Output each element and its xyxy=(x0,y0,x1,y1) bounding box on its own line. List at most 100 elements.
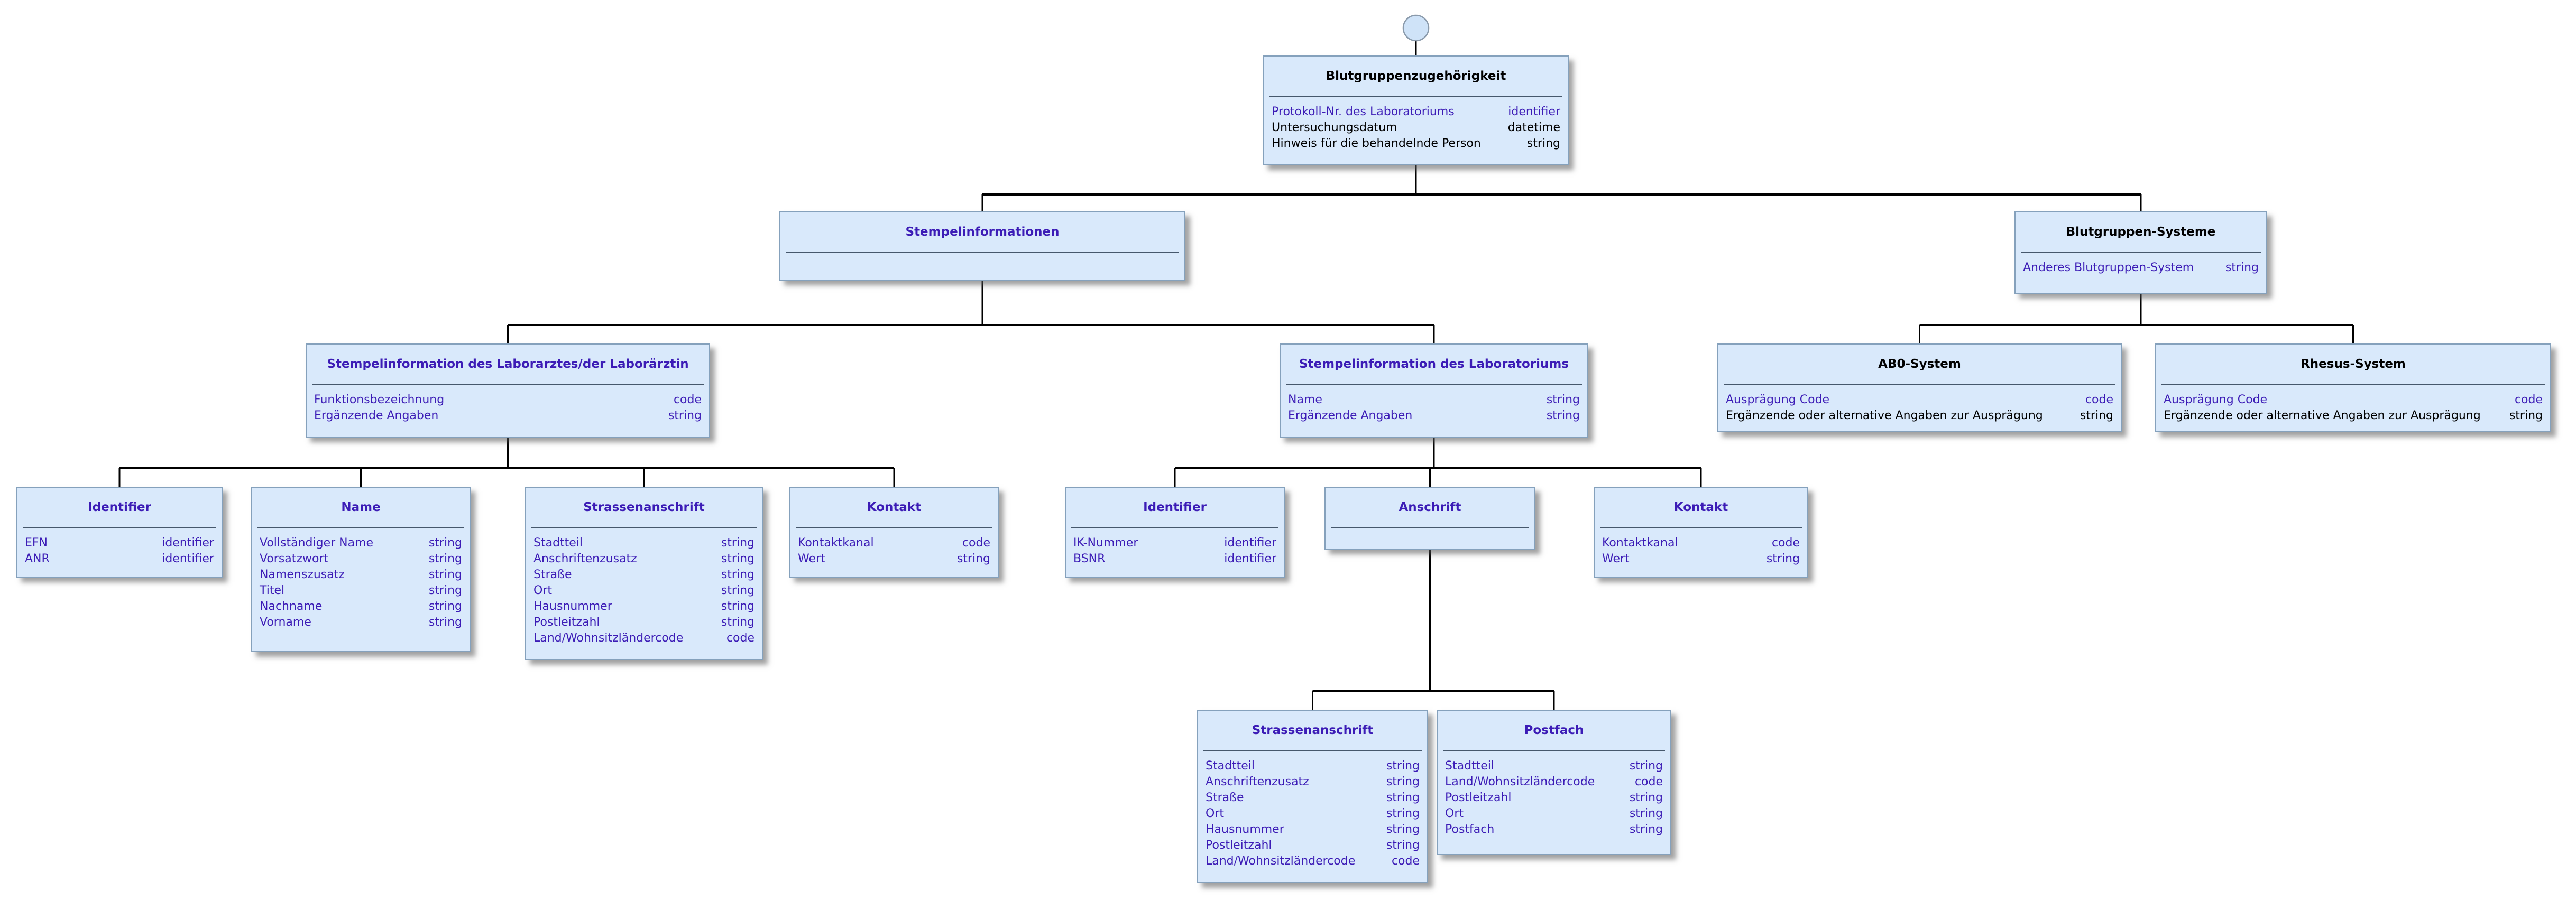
field-name[interactable]: Postleitzahl xyxy=(1206,839,1272,852)
field-name[interactable]: Vorsatzwort xyxy=(260,552,329,565)
field-name[interactable]: Protokoll-Nr. des Laboratoriums xyxy=(1272,105,1455,118)
field-name[interactable]: Hausnummer xyxy=(1206,823,1284,836)
entity-title[interactable]: Postfach xyxy=(1524,723,1584,737)
field-name[interactable]: EFN xyxy=(25,536,48,550)
field-type: string xyxy=(428,616,462,629)
entity-title[interactable]: Kontakt xyxy=(867,500,922,514)
field-type: string xyxy=(428,600,462,613)
entity-title[interactable]: Identifier xyxy=(1143,500,1207,514)
field-name[interactable]: ANR xyxy=(25,552,50,565)
field-name[interactable]: IK-Nummer xyxy=(1073,536,1138,550)
entity-title[interactable]: Stempelinformation des Laboratoriums xyxy=(1299,357,1569,371)
field-name[interactable]: Kontaktkanal xyxy=(798,536,874,550)
entity-title[interactable]: Kontakt xyxy=(1673,500,1728,514)
field-name[interactable]: Straße xyxy=(1206,791,1244,804)
field-name[interactable]: Ergänzende Angaben xyxy=(1288,409,1413,422)
field-name[interactable]: Land/Wohnsitzländercode xyxy=(1445,775,1595,788)
field-name[interactable]: Stadtteil xyxy=(533,536,583,550)
entity-fields: Vollständiger Name string Vorsatzwort strin… xyxy=(252,528,470,651)
field-type: string xyxy=(721,536,755,550)
field-row: Ergänzende oder alternative Angaben zur … xyxy=(2164,408,2543,424)
entity-title: AB0-System xyxy=(1878,357,1961,371)
field-type: code xyxy=(1391,855,1420,868)
field-type: string xyxy=(956,552,990,565)
field-name[interactable]: Funktionsbezeichnung xyxy=(314,393,445,406)
title-separator xyxy=(2161,384,2545,385)
field-name[interactable]: Land/Wohnsitzländercode xyxy=(533,632,684,645)
entity-title[interactable]: Identifier xyxy=(88,500,151,514)
field-name[interactable]: Ort xyxy=(533,584,552,597)
field-type: string xyxy=(1629,823,1663,836)
title-separator xyxy=(1724,384,2115,385)
title-separator xyxy=(1443,750,1665,751)
entity-box-stempelinformationen: Stempelinformationen xyxy=(779,211,1185,281)
field-name[interactable]: Namenszusatz xyxy=(260,568,345,581)
title-separator xyxy=(2021,252,2261,253)
field-type: string xyxy=(1629,791,1663,804)
field-name[interactable]: BSNR xyxy=(1073,552,1106,565)
title-separator xyxy=(257,527,464,528)
field-name[interactable]: Wert xyxy=(1602,552,1630,565)
field-name[interactable]: Postleitzahl xyxy=(1445,791,1512,804)
field-type: string xyxy=(1546,393,1580,406)
field-name[interactable]: Wert xyxy=(798,552,825,565)
field-name[interactable]: Ort xyxy=(1445,807,1464,820)
field-name[interactable]: Kontaktkanal xyxy=(1602,536,1678,550)
field-name[interactable]: Ergänzende Angaben xyxy=(314,409,439,422)
field-name[interactable]: Ausprägung Code xyxy=(1726,393,1830,406)
field-name[interactable]: Hausnummer xyxy=(533,600,612,613)
entity-title[interactable]: Stempelinformationen xyxy=(905,225,1060,239)
entity-title[interactable]: Name xyxy=(341,500,381,514)
entity-title[interactable]: Strassenanschrift xyxy=(583,500,705,514)
field-type: string xyxy=(721,616,755,629)
field-name[interactable]: Vorname xyxy=(260,616,311,629)
field-name[interactable]: Ausprägung Code xyxy=(2164,393,2268,406)
title-separator xyxy=(312,384,704,385)
field-name[interactable]: Name xyxy=(1288,393,1322,406)
field-type: code xyxy=(2514,393,2543,406)
field-name[interactable]: Anschriftenzusatz xyxy=(533,552,637,565)
field-type: code xyxy=(726,632,755,645)
field-type: identifier xyxy=(162,552,214,565)
field-name[interactable]: Straße xyxy=(533,568,572,581)
field-type: string xyxy=(1546,409,1580,422)
entity-title: Blutgruppenzugehörigkeit xyxy=(1326,69,1506,83)
field-name[interactable]: Anschriftenzusatz xyxy=(1206,775,1309,788)
field-type: datetime xyxy=(1507,121,1560,134)
entity-title[interactable]: Anschrift xyxy=(1399,500,1461,514)
field-name[interactable]: Ort xyxy=(1206,807,1224,820)
field-type: string xyxy=(1629,759,1663,773)
field-type: string xyxy=(2509,409,2543,422)
field-name[interactable]: Stadtteil xyxy=(1206,759,1255,773)
field-name[interactable]: Titel xyxy=(260,584,285,597)
field-type: string xyxy=(428,568,462,581)
field-name[interactable]: Postleitzahl xyxy=(533,616,600,629)
field-name[interactable]: Nachname xyxy=(260,600,323,613)
field-row: Postleitzahl string xyxy=(1445,790,1663,806)
field-name[interactable]: Land/Wohnsitzländercode xyxy=(1206,855,1356,868)
entity-box-stempelinformation-laborarzt: Stempelinformation des Laborarztes/der L… xyxy=(306,343,710,438)
field-row: Namenszusatz string xyxy=(260,567,462,583)
entity-title[interactable]: Strassenanschrift xyxy=(1252,723,1374,737)
entity-title[interactable]: Stempelinformation des Laborarztes/der L… xyxy=(327,357,689,371)
field-type: string xyxy=(1766,552,1800,565)
field-name[interactable]: Anderes Blutgruppen-System xyxy=(2023,261,2194,274)
field-name[interactable]: Postfach xyxy=(1445,823,1495,836)
field-name[interactable]: Stadtteil xyxy=(1445,759,1495,773)
field-name[interactable]: Vollständiger Name xyxy=(260,536,374,550)
